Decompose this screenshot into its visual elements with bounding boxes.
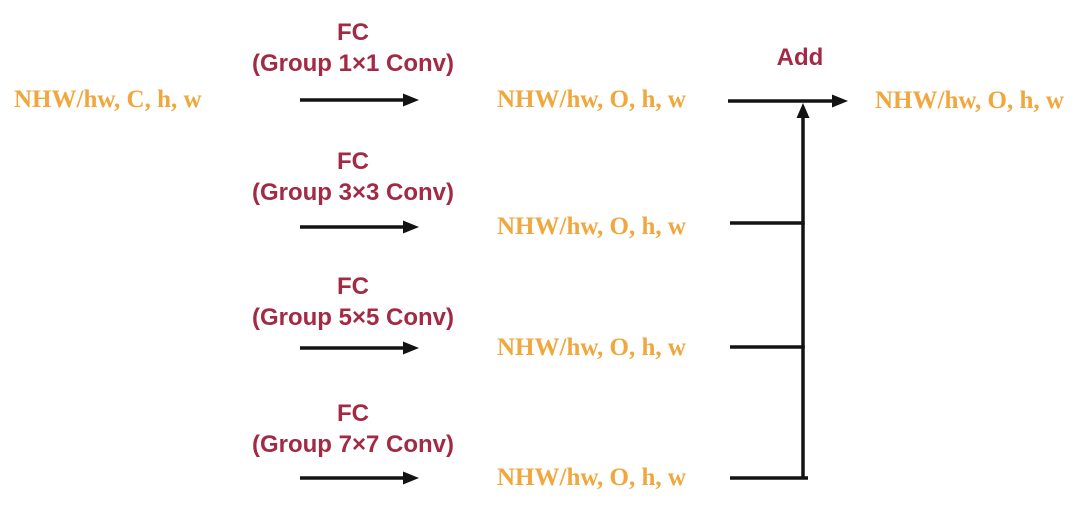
conv-label: (Group 3×3 Conv)	[251, 179, 455, 206]
merge-output-arrow	[728, 94, 848, 108]
fc-label: FC	[337, 400, 369, 427]
fc-label: FC	[337, 148, 369, 175]
branch-label-2: FC (Group 3×3 Conv)	[238, 146, 468, 208]
fc-label: FC	[337, 273, 369, 300]
input-tensor-label: NHW/hw, C, h, w	[14, 86, 202, 113]
branch-output-4: NHW/hw, O, h, w	[497, 464, 686, 491]
branch-output-2: NHW/hw, O, h, w	[497, 213, 686, 240]
branch-arrow-1	[300, 93, 419, 107]
branch-arrow-2	[300, 220, 419, 234]
add-label: Add	[776, 44, 824, 71]
conv-label: (Group 1×1 Conv)	[251, 50, 455, 77]
branch-label-4: FC (Group 7×7 Conv)	[238, 398, 468, 460]
branch-arrow-3	[300, 341, 419, 355]
branch-label-3: FC (Group 5×5 Conv)	[238, 271, 468, 333]
branch-label-1: FC (Group 1×1 Conv)	[238, 17, 468, 79]
branch-output-1: NHW/hw, O, h, w	[497, 86, 686, 113]
branch-output-3: NHW/hw, O, h, w	[497, 334, 686, 361]
conv-label: (Group 7×7 Conv)	[251, 431, 455, 458]
branch-arrow-4	[300, 471, 419, 485]
fc-label: FC	[337, 19, 369, 46]
final-output-tensor-label: NHW/hw, O, h, w	[875, 87, 1064, 114]
conv-label: (Group 5×5 Conv)	[251, 304, 455, 331]
merge-vertical-line	[796, 103, 810, 479]
